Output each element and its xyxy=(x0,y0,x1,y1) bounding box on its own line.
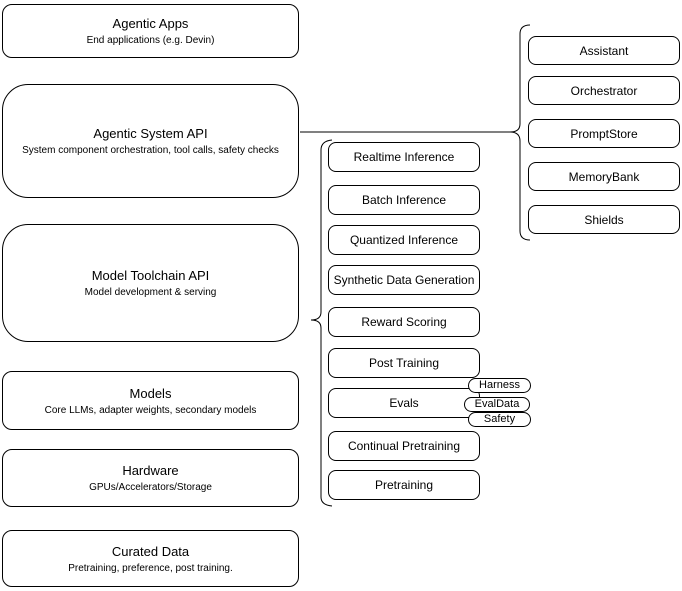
node-subtitle: Core LLMs, adapter weights, secondary mo… xyxy=(44,404,257,416)
evals-tag-harness: Harness xyxy=(468,378,531,393)
toolchain-item-continual-pretraining: Continual Pretraining xyxy=(328,431,480,461)
node-subtitle: GPUs/Accelerators/Storage xyxy=(89,482,212,493)
node-curated-data: Curated Data Pretraining, preference, po… xyxy=(2,530,299,587)
component-promptstore: PromptStore xyxy=(528,119,680,148)
component-orchestrator: Orchestrator xyxy=(528,76,680,105)
node-title: Agentic System API xyxy=(93,126,208,141)
toolchain-item-reward-scoring: Reward Scoring xyxy=(328,307,480,337)
node-title: Curated Data xyxy=(111,543,190,559)
toolchain-item-realtime-inference: Realtime Inference xyxy=(328,142,480,172)
toolchain-item-quantized-inference: Quantized Inference xyxy=(328,225,480,255)
node-subtitle: System component orchestration, tool cal… xyxy=(22,145,279,156)
node-agentic-system-api: Agentic System API System component orch… xyxy=(2,84,299,198)
component-memorybank: MemoryBank xyxy=(528,162,680,191)
toolchain-item-evals: Evals xyxy=(328,388,480,418)
component-shields: Shields xyxy=(528,205,680,234)
node-title: Models xyxy=(129,385,172,401)
node-model-toolchain-api: Model Toolchain API Model development & … xyxy=(2,224,299,342)
node-title: Hardware xyxy=(122,463,179,478)
toolchain-item-synthetic-data-generation: Synthetic Data Generation xyxy=(328,265,480,295)
node-title: Agentic Apps xyxy=(112,16,189,31)
evals-tag-evaldata: EvalData xyxy=(464,397,530,412)
node-agentic-apps: Agentic Apps End applications (e.g. Devi… xyxy=(2,4,299,58)
node-subtitle: End applications (e.g. Devin) xyxy=(86,35,215,46)
component-assistant: Assistant xyxy=(528,36,680,65)
node-subtitle: Model development & serving xyxy=(84,287,217,298)
node-title: Model Toolchain API xyxy=(91,268,210,283)
node-subtitle: Pretraining, preference, post training. xyxy=(68,562,233,574)
evals-tag-safety: Safety xyxy=(468,412,531,427)
node-hardware: Hardware GPUs/Accelerators/Storage xyxy=(2,449,299,507)
toolchain-item-post-training: Post Training xyxy=(328,348,480,378)
toolchain-item-pretraining: Pretraining xyxy=(328,470,480,500)
toolchain-item-batch-inference: Batch Inference xyxy=(328,185,480,215)
components-brace xyxy=(509,24,531,241)
node-models: Models Core LLMs, adapter weights, secon… xyxy=(2,371,299,430)
